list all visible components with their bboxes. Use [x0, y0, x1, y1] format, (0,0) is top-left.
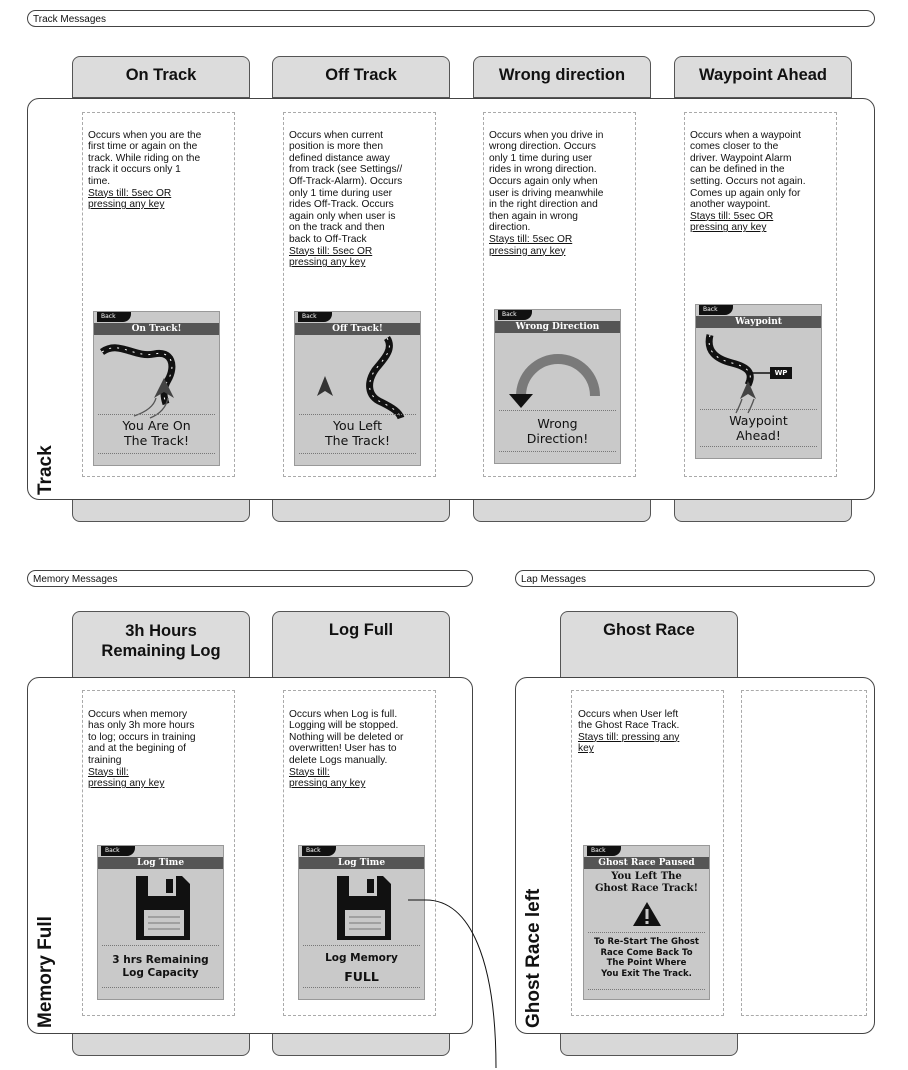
tab-off-track[interactable]: Off Track [272, 56, 450, 98]
divider [588, 989, 705, 990]
track-side-label: Track [35, 445, 56, 495]
u-turn-arrow-icon [509, 354, 600, 408]
screen-message: You Are On The Track! [122, 418, 191, 448]
track-path-icon [317, 336, 405, 420]
back-label: Back [101, 846, 135, 856]
screen-title: Log Time [98, 857, 223, 869]
track-messages-header: Track Messages [27, 10, 875, 27]
screen-title: Log Time [299, 857, 424, 869]
log-full-description: Occurs when Log is full. Logging will be… [289, 697, 434, 801]
screen-message: 3 hrs Remaining Log Capacity [112, 954, 209, 979]
tab-waypoint-ahead[interactable]: Waypoint Ahead [674, 56, 852, 98]
bottom-tab [72, 1032, 250, 1056]
waypoint-path-icon [705, 334, 792, 414]
divider [98, 414, 215, 415]
bottom-tab [72, 498, 250, 522]
track-path-icon [99, 344, 176, 419]
tab-3h-remaining-log[interactable]: 3h Hours Remaining Log [72, 611, 250, 678]
on-track-stays: Stays till: 5sec OR pressing any key [88, 187, 172, 211]
floppy-disk-icon [337, 876, 391, 940]
divider [102, 987, 219, 988]
back-label: Back [97, 312, 131, 322]
log-full-stays: Stays till: pressing any key [289, 766, 366, 790]
screen-message: Wrong Direction! [526, 416, 589, 446]
on-track-description: Occurs when you are the first time or ag… [88, 118, 233, 222]
screen-message: To Re-Start The Ghost Race Come Back To … [593, 937, 699, 979]
off-track-screen: Back Off Track! You Left The Track! [294, 311, 421, 466]
tab-on-track[interactable]: On Track [72, 56, 250, 98]
tab-wrong-direction[interactable]: Wrong direction [473, 56, 651, 98]
wp-label: WP [774, 369, 788, 377]
bottom-tab [272, 498, 450, 522]
warning-icon [633, 902, 661, 926]
wrong-direction-screen: Back Wrong Direction Wrong Direction! [494, 309, 621, 464]
ghost-race-description: Occurs when User left the Ghost Race Tra… [578, 697, 723, 767]
divider [98, 453, 215, 454]
ghost-race-stays: Stays till: pressing any key [578, 731, 680, 755]
log-full-screen: Back Log Time Log Memory FULL [298, 845, 425, 1000]
screen-message: Waypoint Ahead! [729, 413, 788, 443]
log-time-screen: Back Log Time 3 hrs Remaining Log Capaci… [97, 845, 224, 1000]
off-track-stays: Stays till: 5sec OR pressing any key [289, 245, 373, 269]
memory-side-label: Memory Full [35, 916, 56, 1028]
bottom-tab [473, 498, 651, 522]
screen-message-line2: FULL [344, 969, 379, 984]
tab-ghost-race[interactable]: Ghost Race [560, 611, 738, 678]
lap-side-label: Ghost Race left [523, 888, 544, 1028]
screen-title: Off Track! [295, 323, 420, 335]
screen-title: On Track! [94, 323, 219, 335]
on-track-screen: Back On Track! You Are On The Track! [93, 311, 220, 466]
screen-title: Ghost Race Paused [584, 857, 709, 869]
back-label: Back [699, 305, 733, 315]
memory-messages-header: Memory Messages [27, 570, 473, 587]
3h-remaining-description: Occurs when memory has only 3h more hour… [88, 697, 233, 801]
back-label: Back [587, 846, 621, 856]
3h-remaining-stays: Stays till: pressing any key [88, 766, 165, 790]
divider [299, 414, 416, 415]
waypoint-ahead-screen: Back Waypoint WP Waypoint Ahead! [695, 304, 822, 459]
divider [499, 451, 616, 452]
back-label: Back [302, 846, 336, 856]
floppy-disk-icon [136, 876, 190, 940]
bottom-tab [560, 1032, 738, 1056]
waypoint-ahead-stays: Stays till: 5sec OR pressing any key [690, 210, 774, 234]
bottom-tab [674, 498, 852, 522]
screen-title: Waypoint [696, 316, 821, 328]
screen-headline: You Left The Ghost Race Track! [594, 871, 699, 894]
wrong-direction-stays: Stays till: 5sec OR pressing any key [489, 233, 573, 257]
empty-card [741, 690, 867, 1016]
divider [700, 446, 817, 447]
lap-messages-header: Lap Messages [515, 570, 875, 587]
tab-log-full[interactable]: Log Full [272, 611, 450, 678]
divider [588, 932, 705, 933]
ghost-race-screen: Back Ghost Race Paused You Left The Ghos… [583, 845, 710, 1000]
divider [499, 410, 616, 411]
bottom-tab [272, 1032, 450, 1056]
divider [299, 453, 416, 454]
divider [102, 945, 219, 946]
back-label: Back [498, 310, 532, 320]
divider [700, 409, 817, 410]
screen-message: You Left The Track! [325, 418, 390, 448]
off-track-description: Occurs when current position is more the… [289, 118, 434, 280]
divider [303, 945, 420, 946]
wrong-direction-description: Occurs when you drive in wrong direction… [489, 118, 634, 269]
divider [303, 987, 420, 988]
waypoint-ahead-description: Occurs when a waypoint comes closer to t… [690, 118, 835, 246]
back-label: Back [298, 312, 332, 322]
screen-message-line1: Log Memory [325, 952, 398, 964]
screen-title: Wrong Direction [495, 321, 620, 333]
